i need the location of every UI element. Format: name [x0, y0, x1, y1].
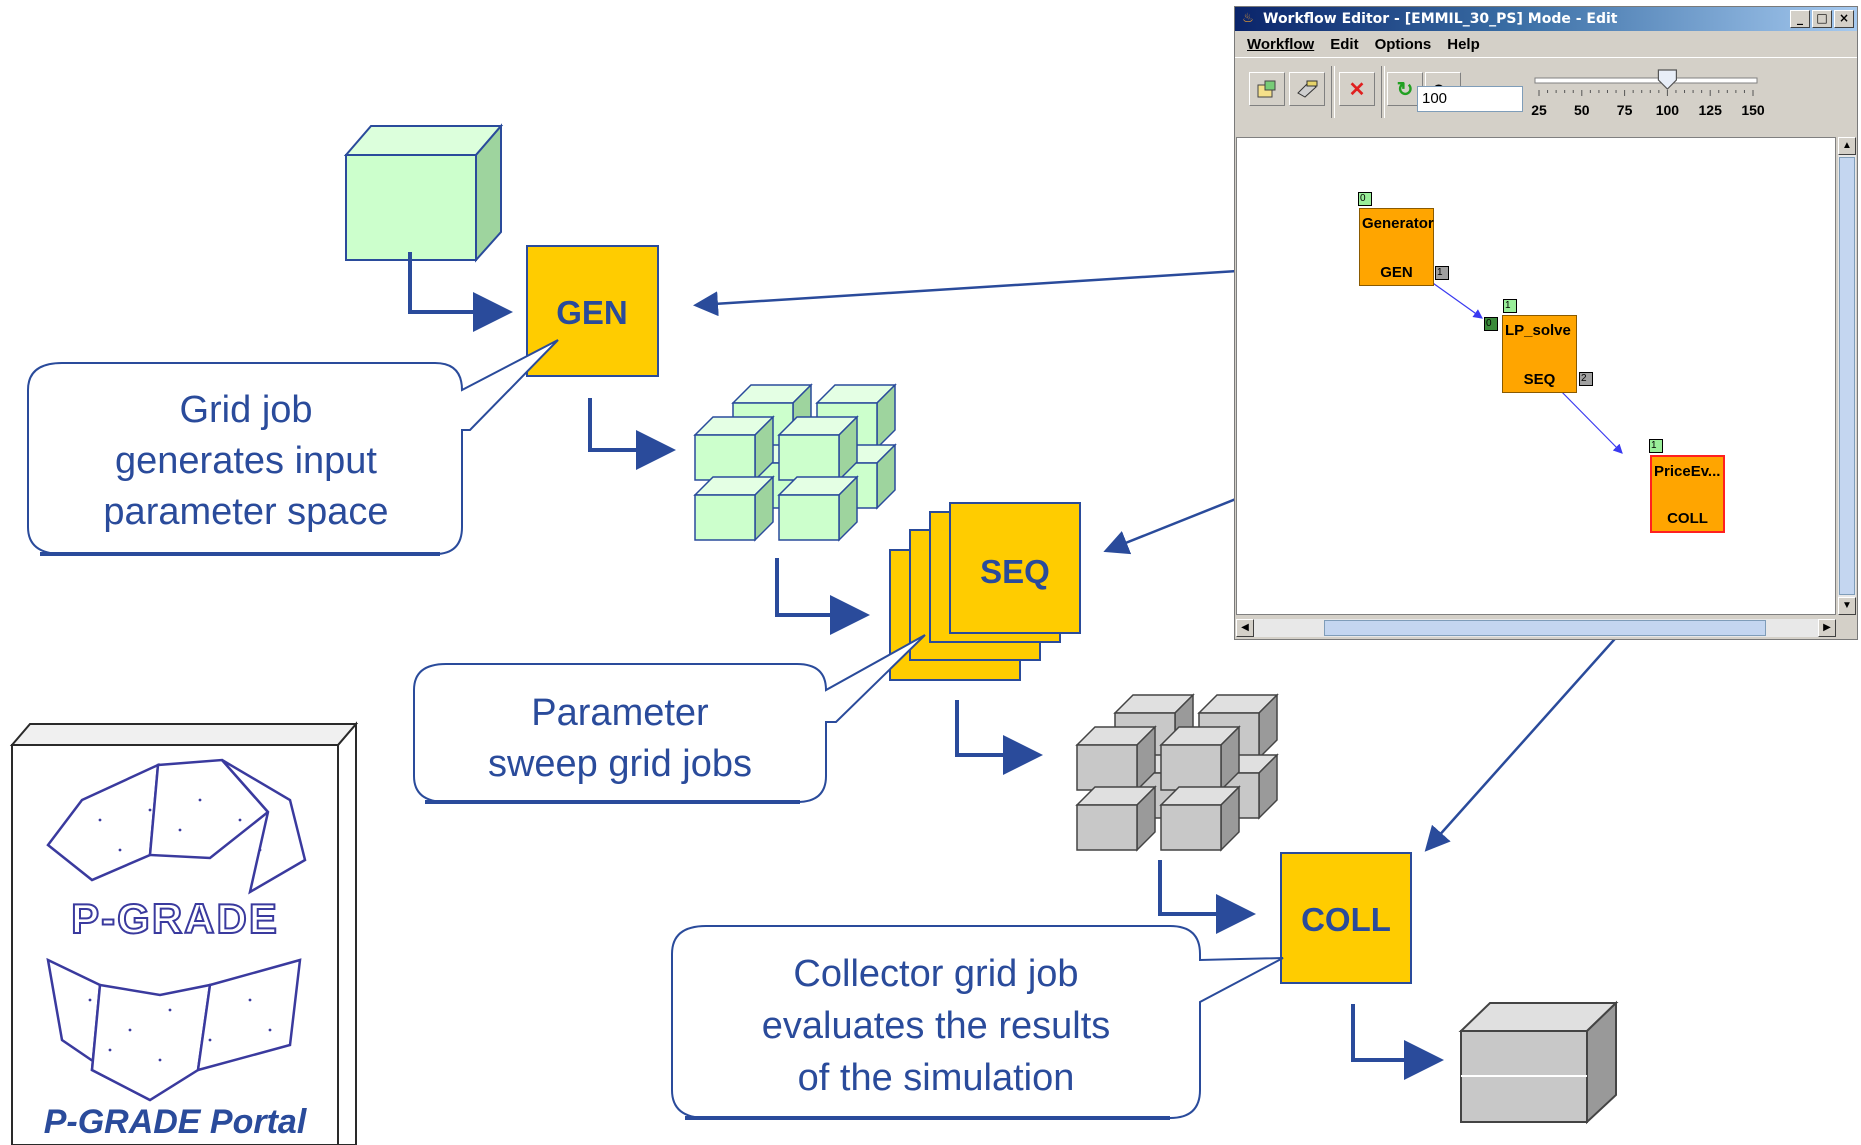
menu-edit[interactable]: Edit [1330, 35, 1359, 53]
zoom-tick-label: 125 [1699, 102, 1723, 118]
zoom-tick-label: 25 [1531, 102, 1547, 118]
seq-job-stack: SEQ [889, 502, 1081, 681]
vertical-scrollbar[interactable]: ▲ ▼ [1838, 137, 1856, 615]
node-name: PriceEv... [1654, 463, 1721, 480]
arrow-coll-to-output [1351, 1004, 1444, 1080]
generator-output-port[interactable]: 1 [1435, 266, 1449, 280]
coll-callout: Collector grid job evaluates the results… [671, 925, 1284, 1120]
menu-workflow[interactable]: Workflow [1247, 35, 1315, 53]
coll-job-label: COLL [1301, 901, 1391, 938]
delete-icon[interactable]: ✕ [1339, 72, 1375, 106]
save-icon[interactable] [1289, 72, 1325, 106]
menu-options[interactable]: Options [1374, 35, 1432, 53]
arrow-gen-to-params [588, 398, 676, 470]
lpsolve-output-port[interactable]: 2 [1579, 372, 1593, 386]
lpsolve-input-port[interactable]: 0 [1484, 317, 1498, 331]
cube [1075, 725, 1157, 792]
seq-job-label: SEQ [980, 553, 1050, 590]
node-name: LP_solve [1505, 322, 1571, 339]
arrow-input-to-gen [408, 252, 513, 332]
arrow-editor-gen [693, 263, 1334, 317]
cube [1159, 785, 1241, 852]
window-title: Workflow Editor - [EMMIL_30_PS] Mode - E… [1263, 11, 1618, 27]
gen-callout-line: generates input [115, 440, 377, 482]
vertical-scroll-thumb[interactable] [1839, 157, 1855, 595]
gen-job-box: GEN [526, 245, 659, 377]
coll-callout-line: of the simulation [798, 1057, 1075, 1099]
zoom-tick-label: 75 [1617, 102, 1633, 118]
node-type: GEN [1380, 264, 1413, 281]
logo-emblem [46, 758, 307, 1102]
zoom-tick-label: 150 [1741, 102, 1765, 118]
gen-callout-line: Grid job [179, 389, 312, 431]
toolbar-separator [1381, 66, 1385, 118]
horizontal-scroll-thumb[interactable] [1324, 620, 1766, 636]
close-button[interactable]: × [1834, 10, 1854, 28]
logo-wordmark: P-GRADE [71, 895, 279, 942]
arrow-results-to-coll [1158, 860, 1256, 934]
node-priceev[interactable]: PriceEv... COLL [1650, 455, 1725, 533]
cube [693, 475, 775, 542]
output-data-cube [1458, 1000, 1619, 1125]
seq-callout-line: Parameter [531, 692, 709, 734]
cube [1159, 725, 1241, 792]
maximize-button[interactable]: □ [1812, 10, 1832, 28]
arrow-seq-to-results [955, 700, 1043, 775]
toolbar-separator [1331, 66, 1335, 118]
zoom-tick-label: 50 [1574, 102, 1590, 118]
node-type: COLL [1667, 510, 1708, 527]
window-title-bar[interactable]: ♨ Workflow Editor - [EMMIL_30_PS] Mode -… [1235, 7, 1857, 31]
scroll-left-icon[interactable]: ◀ [1236, 619, 1254, 637]
parameter-space-cubes [693, 383, 897, 542]
node-type: SEQ [1523, 371, 1556, 388]
arrow-params-to-seq [775, 558, 870, 635]
zoom-slider[interactable]: 25 50 75 100 125 150 [1525, 62, 1785, 120]
seq-callout: Parameter sweep grid jobs [413, 634, 926, 804]
gen-callout: Grid job generates input parameter space [27, 339, 559, 556]
scroll-down-icon[interactable]: ▼ [1838, 597, 1856, 615]
coll-callout-line: Collector grid job [793, 953, 1078, 995]
seq-callout-line: sweep grid jobs [488, 743, 752, 785]
p-grade-logo: P-GRADE P-GRADE Portal [9, 721, 359, 1145]
logo-caption: P-GRADE Portal [44, 1103, 308, 1141]
workflow-canvas[interactable]: 0 Generator GEN 1 1 0 LP_solve SEQ 2 1 P… [1236, 137, 1836, 615]
priceev-input-port[interactable]: 1 [1649, 439, 1663, 453]
node-generator[interactable]: Generator GEN [1359, 208, 1434, 286]
coll-callout-line: evaluates the results [762, 1005, 1111, 1047]
cube [777, 475, 859, 542]
node-lpsolve[interactable]: LP_solve SEQ [1502, 315, 1577, 393]
zoom-slider-thumb[interactable] [1657, 69, 1677, 90]
java-icon: ♨ [1242, 11, 1254, 26]
cube [777, 415, 859, 482]
input-data-cube [343, 123, 504, 263]
lpsolve-input-port[interactable]: 1 [1503, 299, 1517, 313]
node-name: Generator [1362, 215, 1434, 232]
workflow-editor-window: ♨ Workflow Editor - [EMMIL_30_PS] Mode -… [1234, 6, 1858, 640]
scroll-up-icon[interactable]: ▲ [1838, 137, 1856, 155]
generator-input-port[interactable]: 0 [1358, 192, 1372, 206]
result-cubes [1075, 693, 1279, 852]
window-controls: _ □ × [1790, 10, 1854, 28]
cube [693, 415, 775, 482]
zoom-tick-label: 100 [1656, 102, 1680, 118]
menu-help[interactable]: Help [1447, 35, 1480, 53]
cube [1075, 785, 1157, 852]
horizontal-scrollbar[interactable]: ◀ ▶ [1236, 619, 1836, 637]
gen-job-label: GEN [556, 294, 628, 331]
menu-bar: Workflow Edit Options Help [1235, 31, 1857, 57]
coll-job-box: COLL [1280, 852, 1412, 984]
minimize-button[interactable]: _ [1790, 10, 1810, 28]
gen-callout-line: parameter space [103, 491, 388, 533]
open-icon[interactable] [1249, 72, 1285, 106]
scroll-right-icon[interactable]: ▶ [1818, 619, 1836, 637]
zoom-input[interactable]: 100 [1417, 86, 1523, 112]
